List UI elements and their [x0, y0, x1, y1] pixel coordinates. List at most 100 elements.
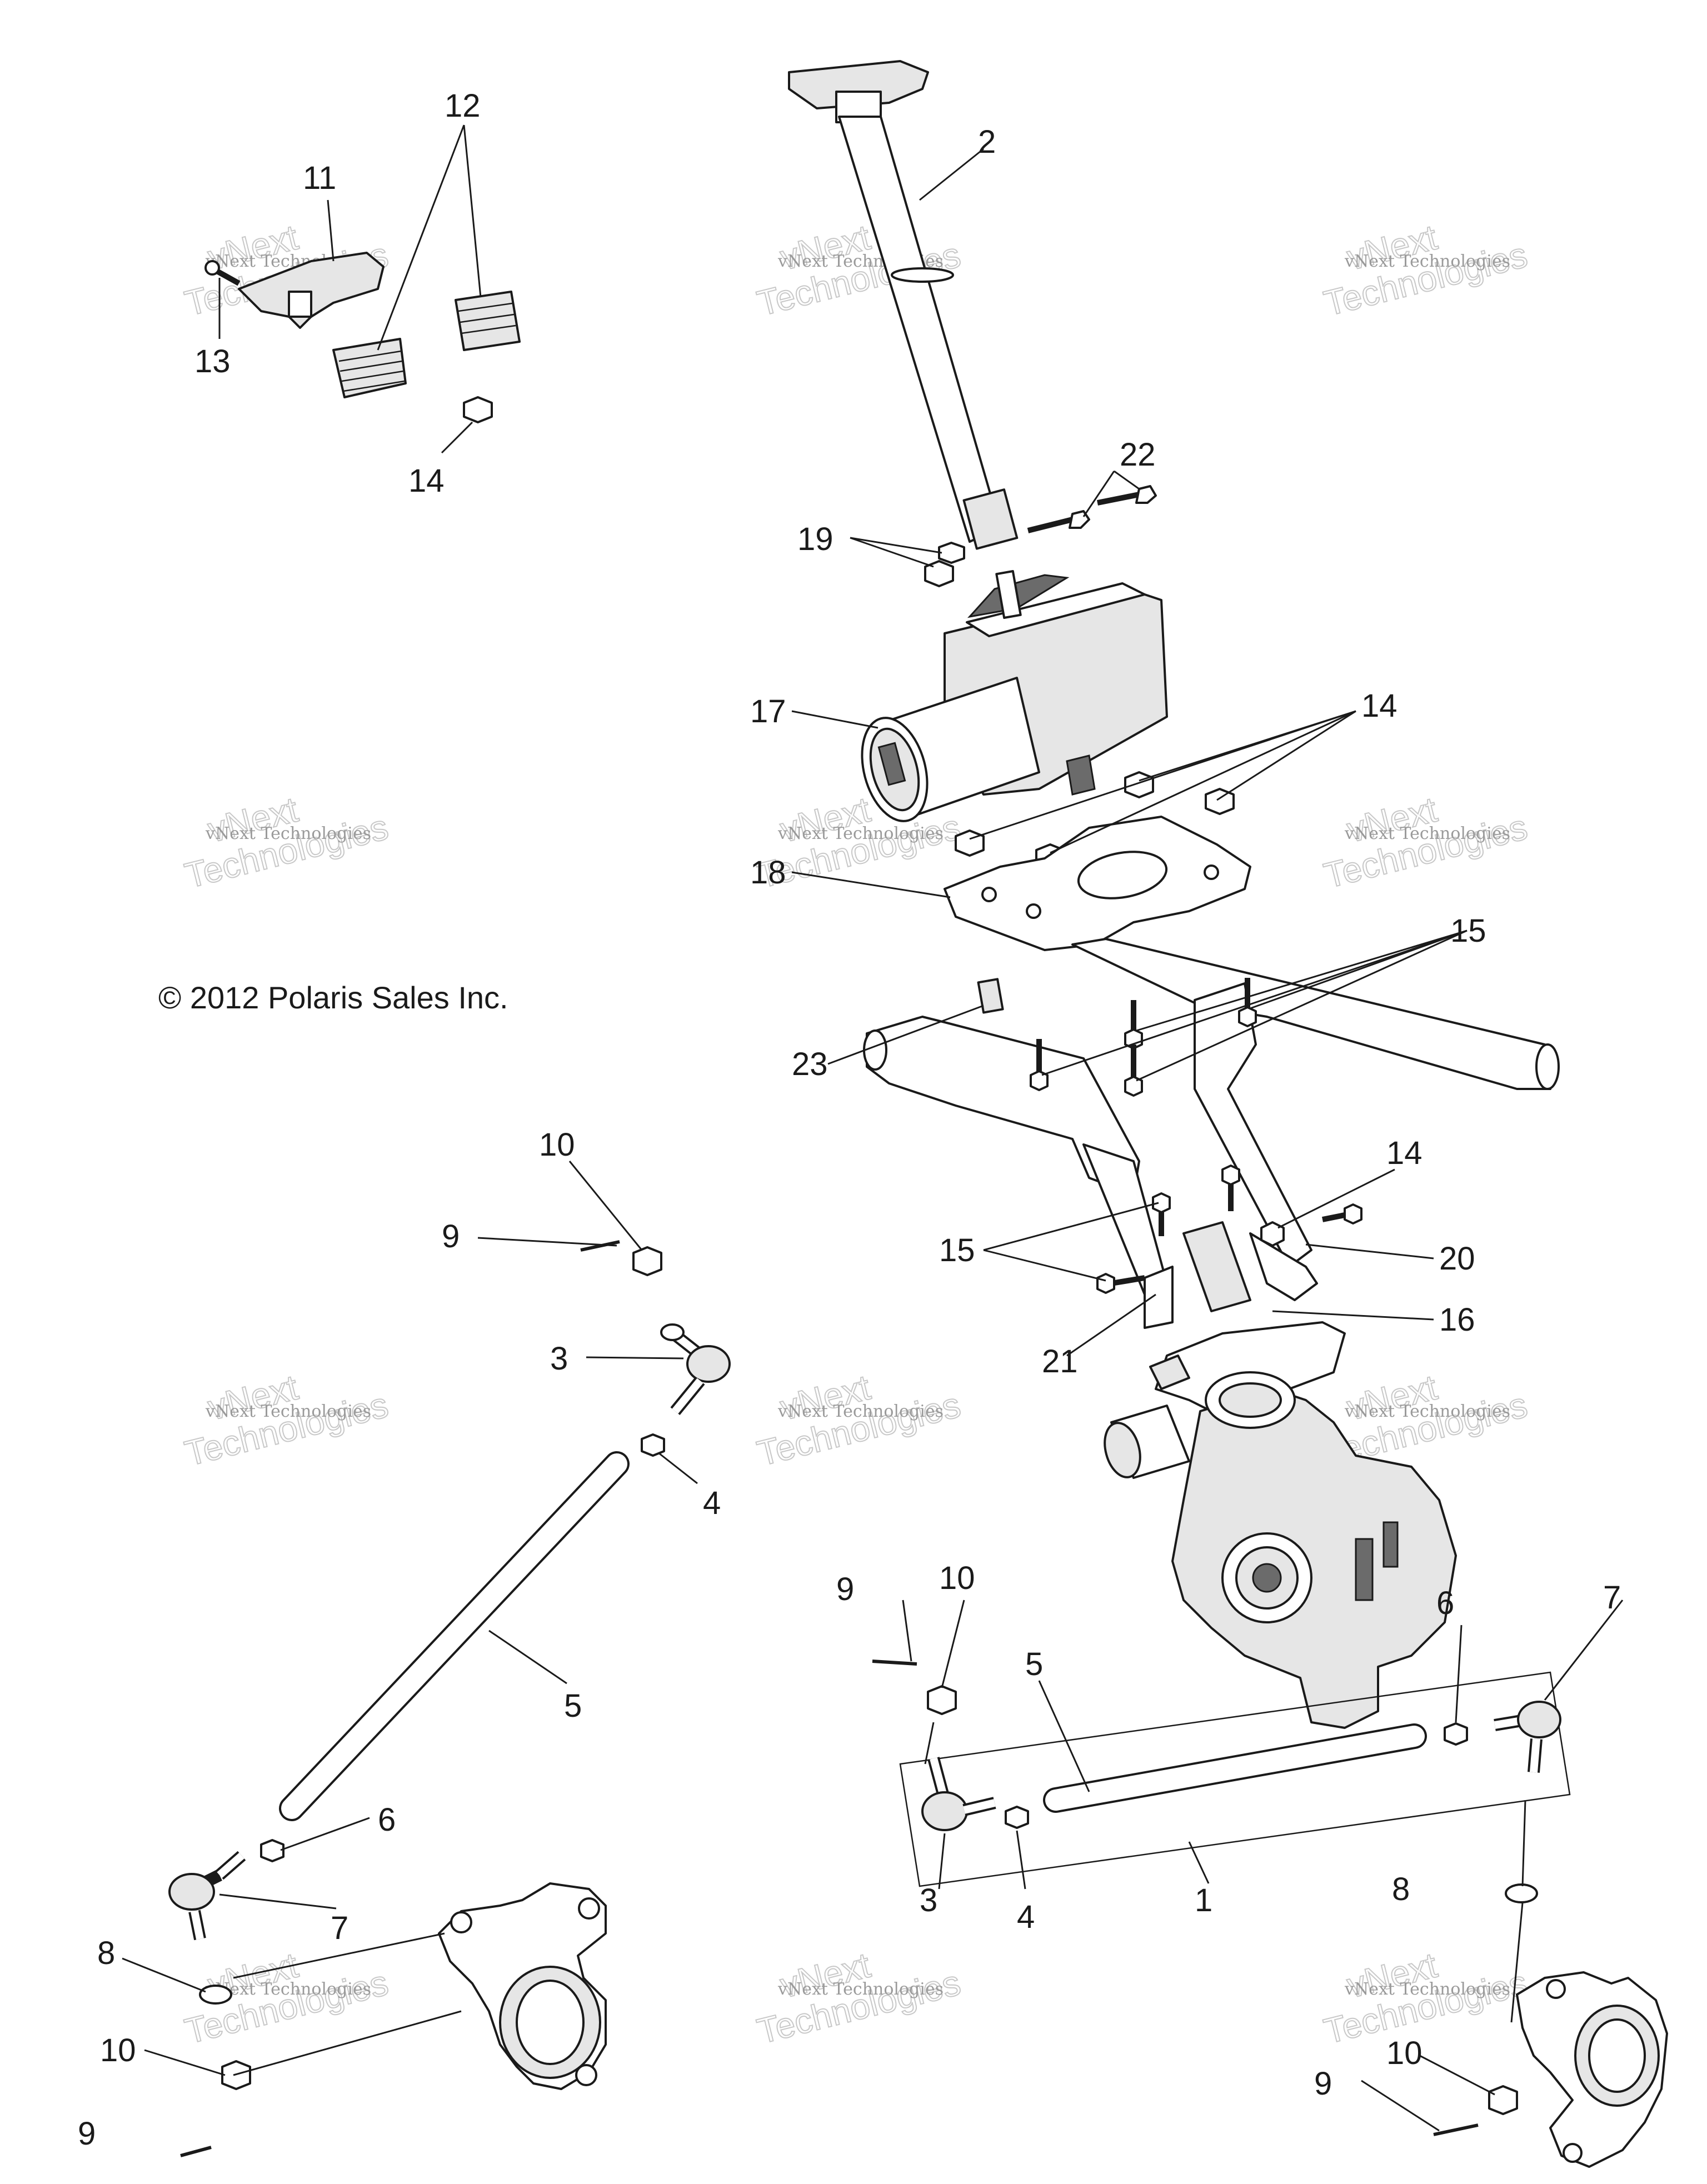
callout-6: 6: [378, 1802, 396, 1838]
steering-knuckle: [438, 1882, 607, 2090]
left-tie-rod-group: [168, 1240, 731, 2157]
callout-16: 16: [1439, 1302, 1475, 1338]
callout-7: 7: [1603, 1580, 1621, 1616]
callout-8: 8: [97, 1935, 115, 1971]
watermark-caption: vNext Technologies: [205, 1980, 371, 1999]
jam-nut: [1444, 1722, 1468, 1746]
watermark-caption: vNext Technologies: [777, 824, 944, 843]
callout-3: 3: [550, 1341, 568, 1377]
callout-4: 4: [1017, 1899, 1035, 1935]
watermark-caption: vNext Technologies: [1344, 824, 1510, 843]
callout-9: 9: [836, 1571, 854, 1607]
callout-9: 9: [442, 1218, 460, 1255]
tie-rod-end: [1494, 1701, 1561, 1773]
bracket-bolt: [1124, 1044, 1143, 1097]
callout-11: 11: [303, 160, 336, 196]
nut: [938, 542, 965, 564]
watermark-caption: vNext Technologies: [205, 824, 371, 843]
cotter-pin: [180, 2146, 212, 2157]
callout-1: 1: [1195, 1882, 1212, 1918]
jam-nut: [1005, 1806, 1029, 1829]
mounting-plate: [944, 816, 1251, 951]
cotter-pin: [1433, 2123, 1479, 2136]
tie-rod-end: [921, 1757, 996, 1831]
steering-knuckle: [1516, 1971, 1668, 2168]
bushing-left: [332, 338, 407, 398]
clamp-bracket: [238, 252, 385, 329]
watermarks: vNext Technologies vNext Technologies vN…: [181, 216, 1532, 2052]
callout-9: 9: [78, 2116, 96, 2152]
stud: [977, 978, 1004, 1014]
column-collar: [891, 267, 954, 283]
leader-lines-top-left: [218, 124, 482, 454]
callout-19: 19: [797, 521, 833, 557]
tie-rod-end: [168, 1851, 246, 1941]
column-shaft: [838, 116, 1001, 543]
column-fasteners: [924, 485, 1157, 587]
nut: [924, 560, 954, 587]
callout-14: 14: [1361, 688, 1397, 724]
callout-10: 10: [100, 2032, 136, 2068]
column-yoke: [962, 488, 1019, 550]
callout-23: 23: [792, 1046, 828, 1082]
callout-8: 8: [1392, 1871, 1410, 1907]
castle-nut: [927, 1685, 957, 1715]
watermark-caption: vNext Technologies: [1344, 1980, 1510, 1999]
castle-nut: [632, 1246, 662, 1276]
eps-unit: [861, 570, 1168, 822]
callout-22: 22: [1120, 437, 1156, 473]
steering-gear: [1104, 1321, 1457, 1729]
callout-14: 14: [408, 463, 445, 499]
jam-nut: [260, 1839, 284, 1862]
bushing-clamp-assembly: [204, 252, 521, 423]
watermark-caption: vNext Technologies: [1344, 1402, 1510, 1421]
callout-20: 20: [1439, 1241, 1475, 1277]
washer: [199, 1985, 232, 2005]
jam-nut: [641, 1433, 665, 1457]
watermark-caption: vNext Technologies: [777, 1402, 944, 1421]
cotter-pin: [580, 1240, 620, 1252]
callout-4: 4: [703, 1485, 721, 1521]
clamp-tab: [288, 291, 312, 318]
bracket-bolt: [1124, 1000, 1143, 1049]
callout-14: 14: [1386, 1135, 1422, 1171]
steering-column: [788, 60, 1019, 550]
bracket-bolt: [1221, 1165, 1240, 1211]
callout-17: 17: [750, 693, 786, 729]
tie-rod: [279, 1451, 630, 1821]
leader-lines: [122, 148, 1624, 2132]
bracket-bolt: [1322, 1203, 1362, 1225]
callout-10: 10: [939, 1560, 975, 1596]
tie-rod-end: [660, 1323, 731, 1415]
bracket-bolt: [1096, 1273, 1145, 1294]
cotter-pin: [872, 1660, 917, 1666]
right-tie-rod-group: [872, 1660, 1668, 2168]
watermark-caption: vNext Technologies: [1344, 252, 1510, 271]
callout-10: 10: [1386, 2035, 1422, 2071]
callout-7: 7: [331, 1910, 348, 1946]
callout-5: 5: [564, 1688, 582, 1724]
callout-labels: 12 11 13 14 2 22 19 17 14 18 15 23 14 15…: [78, 88, 1621, 2152]
callout-3: 3: [920, 1882, 937, 1918]
callout-5: 5: [1025, 1646, 1043, 1682]
assembly-box: [899, 1671, 1571, 1887]
watermark-caption: vNext Technologies: [205, 1402, 371, 1421]
callout-21: 21: [1042, 1343, 1078, 1380]
column-top-bracket: [788, 60, 929, 109]
nut: [1260, 1221, 1285, 1247]
callout-10: 10: [539, 1127, 575, 1163]
callout-2: 2: [978, 124, 996, 160]
callout-9: 9: [1314, 2066, 1332, 2102]
callout-6: 6: [1436, 1585, 1454, 1621]
flange-nut: [463, 396, 493, 423]
bracket-bolt: [1030, 1039, 1049, 1091]
callout-15: 15: [1450, 913, 1486, 949]
clamp-bolt-head: [204, 260, 220, 276]
castle-nut: [1488, 2085, 1518, 2115]
bracket-bolt: [1152, 1192, 1171, 1236]
frame-bracket: [863, 938, 1560, 1329]
tie-rod: [1043, 1723, 1427, 1813]
bushing-right: [455, 291, 521, 351]
watermark-caption: vNext Technologies: [777, 1980, 944, 1999]
